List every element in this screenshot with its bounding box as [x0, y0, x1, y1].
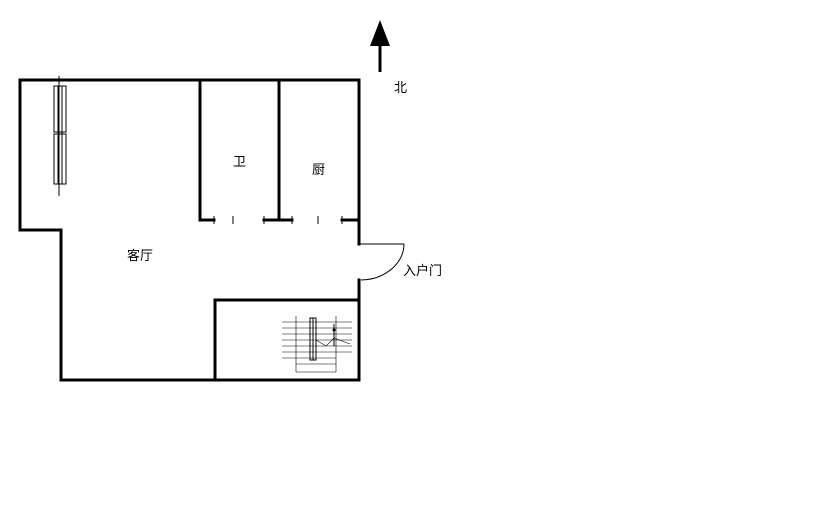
kitchen-label: 厨	[312, 163, 325, 178]
window-icon	[53, 76, 67, 196]
interior-walls	[198, 78, 361, 382]
staircase-icon	[282, 316, 352, 373]
compass-label: 北	[394, 81, 407, 96]
bathroom-label: 卫	[233, 155, 246, 170]
north-arrow-icon	[370, 20, 390, 72]
outer-walls	[18, 78, 361, 382]
entrance-label: 入户门	[403, 263, 442, 279]
living-room-label: 客厅	[127, 248, 153, 264]
entrance-door-icon	[359, 243, 405, 281]
